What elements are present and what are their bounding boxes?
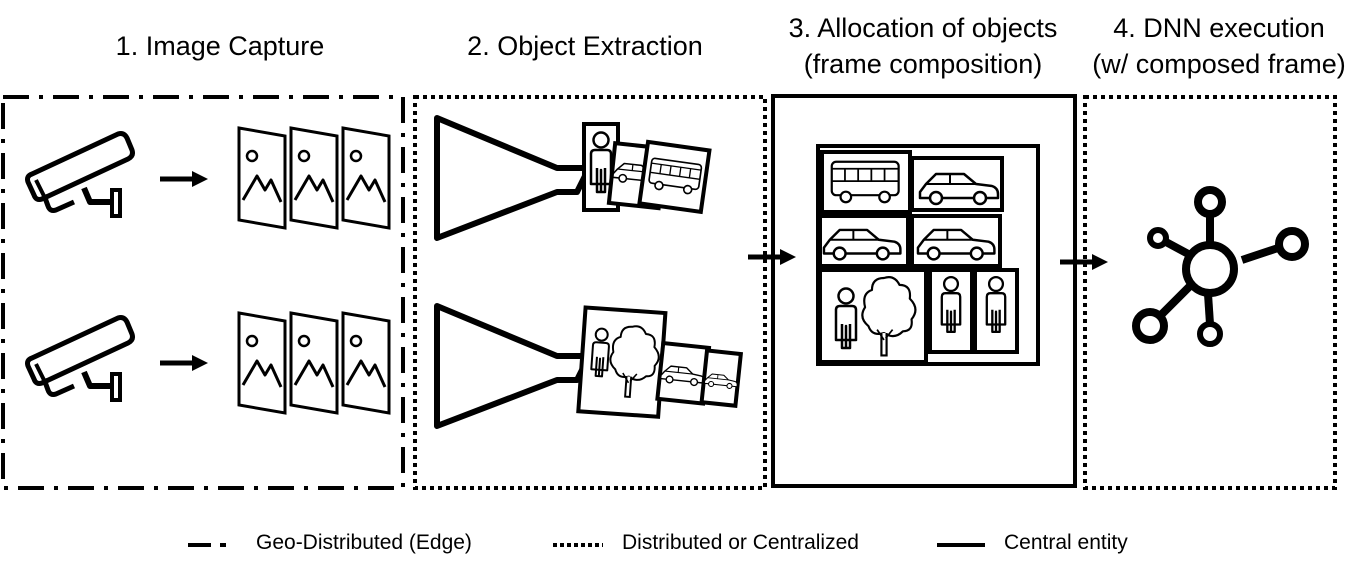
stage-4-number: 4. — [1113, 13, 1136, 43]
image-frame-icon — [341, 126, 391, 230]
stage-3-label: Allocation of objects — [817, 13, 1058, 43]
image-frame-icon — [237, 126, 287, 230]
stage-4-title: 4. DNN execution (w/ composed frame) — [1074, 10, 1364, 82]
extracted-objects-bottom — [576, 305, 744, 419]
stage-2-title: 2. Object Extraction — [420, 28, 750, 64]
person-icon — [834, 287, 858, 350]
stage-4-subtitle: (w/ composed frame) — [1092, 49, 1346, 79]
stage-4-label: DNN execution — [1143, 13, 1325, 43]
arrow-right-icon — [160, 171, 208, 187]
legend-label-central: Central entity — [1004, 531, 1128, 554]
bus-icon — [830, 160, 900, 204]
stage-1-box — [1, 95, 405, 490]
stage-2-box — [413, 95, 767, 490]
stage-1-title: 1. Image Capture — [60, 28, 380, 64]
image-frame-icon — [237, 311, 287, 415]
extracted-objects-top — [582, 122, 712, 215]
stage-3-box — [771, 94, 1077, 488]
stage-2-number: 2. — [467, 31, 490, 61]
security-camera-icon — [28, 134, 133, 217]
image-frame-icon — [289, 311, 339, 415]
funnel-icon — [437, 118, 589, 238]
legend-label-distributed: Distributed or Centralized — [622, 531, 859, 554]
neural-network-icon — [1132, 186, 1309, 347]
stage-1-label: Image Capture — [145, 31, 325, 61]
security-camera-icon — [28, 318, 133, 401]
stage-3-subtitle: (frame composition) — [803, 49, 1043, 79]
person-icon — [985, 275, 1007, 333]
image-frame-icon — [341, 311, 391, 415]
stage-1-number: 1. — [115, 31, 139, 61]
legend-label-edge: Geo-Distributed (Edge) — [256, 531, 472, 554]
funnel-icon — [437, 306, 589, 426]
stage-3-title: 3. Allocation of objects (frame compositi… — [768, 10, 1078, 82]
stage-3-number: 3. — [788, 13, 812, 43]
composed-frame — [816, 144, 1040, 366]
image-frame-icon — [289, 126, 339, 230]
arrow-right-icon — [160, 355, 208, 371]
person-icon — [940, 275, 962, 333]
stage-2-label: Object Extraction — [497, 31, 703, 61]
